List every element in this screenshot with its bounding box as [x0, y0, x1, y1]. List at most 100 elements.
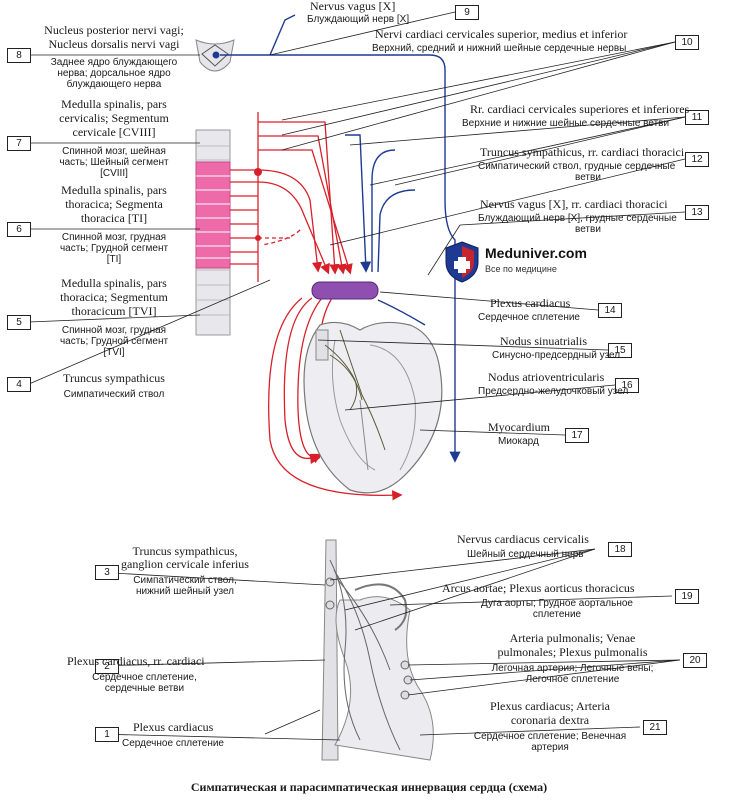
label-3-latin: Truncus sympathicus,	[132, 544, 238, 558]
label-number-2: 2	[95, 659, 119, 674]
label-number-3: 3	[95, 565, 119, 580]
label-12-latin: Truncus sympathicus, rr. cardiaci thorac…	[480, 145, 685, 159]
label-number-9: 9	[455, 5, 479, 20]
figure-caption: Симпатическая и парасимпатическая иннерв…	[190, 780, 548, 794]
label-9-latin: Nervus vagus [X]	[310, 0, 396, 13]
label-7-russian-2: часть; Шейный сегмент	[59, 157, 169, 168]
label-6-latin-3: thoracica [TI]	[80, 211, 148, 225]
label-18-latin: Nervus cardiacus cervicalis	[457, 532, 589, 546]
label-5-latin-2: thoracica; Segmentum	[60, 290, 168, 304]
label-5-latin-3: thoracicum [TVI]	[71, 304, 157, 318]
label-19-latin: Arcus aortae; Plexus aorticus thoracicus	[442, 581, 635, 595]
label-17-russian: Миокард	[498, 436, 539, 447]
label-21-russian-2: артерия	[531, 742, 569, 753]
shield-cross-icon	[445, 241, 479, 283]
label-20-latin-2: pulmonales; Plexus pulmonalis	[497, 645, 648, 659]
label-2-russian: Сердечное сплетение,	[92, 672, 197, 683]
label-number-14: 14	[598, 303, 622, 318]
label-7-latin-2: cervicalis; Segmentum	[59, 111, 169, 125]
label-6-russian-2: часть; Грудной сегмент	[59, 243, 169, 254]
label-8-russian: Заднее ядро блуждающего	[50, 57, 178, 68]
label-19-russian-2: сплетение	[532, 609, 582, 620]
sympathetic-pathways	[230, 112, 403, 501]
label-number-4: 4	[7, 377, 31, 392]
leader-lines	[28, 11, 686, 741]
label-5-russian: Спинной мозг, грудная	[61, 325, 167, 336]
label-number-15: 15	[608, 343, 632, 358]
label-number-21: 21	[643, 720, 667, 735]
label-5-russian-3: [TVI]	[103, 347, 125, 358]
label-5-russian-2: часть; Грудной сегмент	[59, 336, 169, 347]
label-20-russian: Легочная артерия; Легочные вены;	[491, 663, 654, 674]
label-14-russian: Сердечное сплетение	[478, 312, 580, 323]
label-10-latin: Nervi cardiaci cervicales superior, medi…	[375, 27, 628, 41]
label-number-17: 17	[565, 428, 589, 443]
label-5-latin: Medulla spinalis, pars	[61, 276, 167, 290]
label-20-latin: Arteria pulmonalis; Venae	[509, 631, 636, 645]
label-8-russian-2: нерва; дорсальное ядро	[57, 68, 171, 79]
label-number-7: 7	[7, 136, 31, 151]
label-number-13: 13	[685, 205, 709, 220]
label-10-russian: Верхний, средний и нижний шейные сердечн…	[372, 43, 627, 54]
label-number-10: 10	[675, 35, 699, 50]
label-number-6: 6	[7, 222, 31, 237]
label-number-19: 19	[675, 589, 699, 604]
label-7-russian: Спинной мозг, шейная	[62, 146, 166, 157]
label-6-russian: Спинной мозг, грудная	[61, 232, 167, 243]
label-6-latin: Medulla spinalis, pars	[61, 183, 167, 197]
meduniver-logo[interactable]: Meduniver.com Все по медицине	[443, 240, 587, 284]
label-21-latin: Plexus cardiacus; Arteria	[490, 699, 610, 713]
label-number-16: 16	[615, 378, 639, 393]
label-15-latin: Nodus sinuatrialis	[500, 334, 587, 348]
label-20-russian-2: Легочное сплетение	[525, 674, 620, 685]
cardiac-plexus-bar	[311, 281, 379, 300]
label-8-latin-2: Nucleus dorsalis nervi vagi	[48, 37, 180, 51]
label-number-8: 8	[7, 48, 31, 63]
label-6-russian-3: [TI]	[106, 254, 122, 265]
brainstem-shape	[195, 39, 235, 72]
label-14-latin: Plexus cardiacus	[490, 296, 571, 310]
label-9-russian: Блуждающий нерв [X]	[307, 14, 410, 25]
label-2-latin: Plexus cardiacus, rr. cardiaci	[67, 654, 205, 668]
label-18-russian: Шейный сердечный нерв	[467, 549, 584, 560]
label-7-latin: Medulla spinalis, pars	[61, 97, 167, 111]
label-19-russian: Дуга аорты; Грудное аортальное	[481, 598, 633, 609]
label-15-russian: Синусно-предсердный узел	[492, 350, 621, 361]
label-11-latin: Rr. cardiaci cervicales superiores et in…	[470, 102, 690, 116]
label-2-russian-2: сердечные ветви	[104, 683, 185, 694]
label-3-latin-2: ganglion cervicale inferius	[121, 557, 249, 571]
label-number-5: 5	[7, 315, 31, 330]
spinal-cord-column	[195, 129, 231, 336]
logo-subtitle: Все по медицине	[485, 264, 557, 274]
label-3-russian: Симпатический ствол,	[133, 575, 237, 586]
label-4-latin: Truncus sympathicus	[63, 371, 165, 385]
label-number-20: 20	[683, 653, 707, 668]
label-1-russian: Сердечное сплетение	[122, 738, 224, 749]
label-11-russian: Верхние и нижние шейные сердечные ветви	[462, 118, 670, 129]
label-17-latin: Myocardium	[488, 420, 550, 434]
label-13-russian-2: ветви	[575, 224, 601, 235]
mediastinum-illustration	[321, 539, 434, 761]
parasympathetic-pathways	[220, 14, 461, 463]
label-3-russian-2: нижний шейный узел	[135, 586, 235, 597]
label-12-russian-2: ветви	[575, 172, 601, 183]
label-21-russian: Сердечное сплетение; Венечная	[473, 731, 627, 742]
label-number-11: 11	[685, 110, 709, 125]
label-16-latin: Nodus atrioventricularis	[488, 370, 605, 384]
label-number-18: 18	[608, 542, 632, 557]
label-6-latin-2: thoracica; Segmenta	[65, 197, 163, 211]
label-13-latin: Nervus vagus [X], rr. cardiaci thoracici	[480, 197, 668, 211]
label-12-russian: Симпатический ствол, грудные сердечные	[478, 161, 676, 172]
label-16-russian: Предсердно-желудочковый узел	[478, 386, 629, 397]
label-13-russian: Блуждающий нерв [X], грудные сердечные	[478, 213, 677, 224]
label-7-latin-3: cervicale [CVIII]	[72, 125, 156, 139]
label-number-1: 1	[95, 727, 119, 742]
logo-name: Meduniver.com	[485, 245, 587, 261]
label-number-12: 12	[685, 152, 709, 167]
label-8-latin: Nucleus posterior nervi vagi;	[44, 23, 184, 37]
label-8-russian-3: блуждающего нерва	[66, 79, 162, 90]
label-1-latin: Plexus cardiacus	[133, 720, 214, 734]
label-21-latin-2: coronaria dextra	[510, 713, 590, 727]
